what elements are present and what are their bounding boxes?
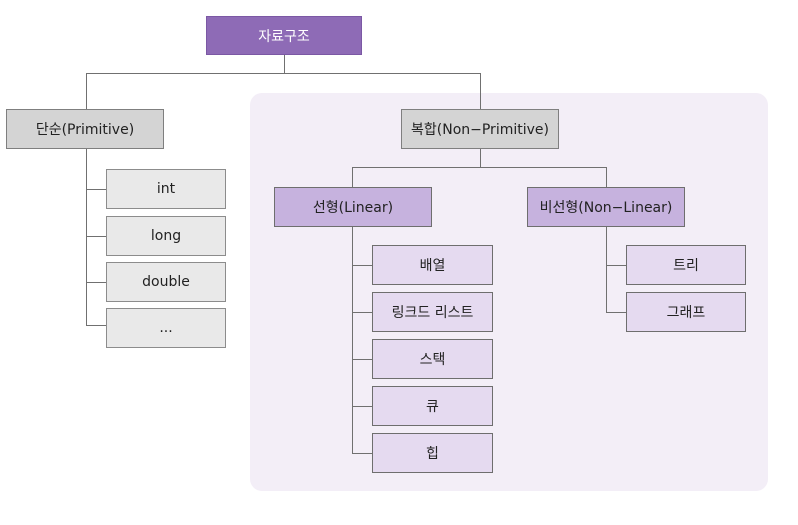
connector bbox=[480, 149, 481, 167]
linear-item-linked-list: 링크드 리스트 bbox=[372, 292, 493, 332]
connector bbox=[86, 73, 480, 74]
non-primitive-node: 복합(Non−Primitive) bbox=[401, 109, 559, 149]
linear-item-array: 배열 bbox=[372, 245, 493, 285]
connector bbox=[352, 406, 372, 407]
linear-node: 선형(Linear) bbox=[274, 187, 432, 227]
linear-item-stack: 스택 bbox=[372, 339, 493, 379]
primitive-node: 단순(Primitive) bbox=[6, 109, 164, 149]
primitive-item-int: int bbox=[106, 169, 226, 209]
root-node: 자료구조 bbox=[206, 16, 362, 55]
connector bbox=[606, 265, 626, 266]
connector bbox=[480, 73, 481, 109]
connector bbox=[352, 167, 606, 168]
non-linear-item-tree: 트리 bbox=[626, 245, 746, 285]
primitive-item-long: long bbox=[106, 216, 226, 256]
linear-item-heap: 힙 bbox=[372, 433, 493, 473]
primitive-item-double: double bbox=[106, 262, 226, 302]
connector bbox=[352, 453, 372, 454]
connector bbox=[86, 325, 106, 326]
connector bbox=[284, 55, 285, 73]
connector bbox=[606, 167, 607, 187]
connector bbox=[352, 227, 353, 453]
connector bbox=[352, 167, 353, 187]
linear-item-queue: 큐 bbox=[372, 386, 493, 426]
connector bbox=[352, 312, 372, 313]
non-linear-node: 비선형(Non−Linear) bbox=[527, 187, 685, 227]
non-linear-item-graph: 그래프 bbox=[626, 292, 746, 332]
connector bbox=[86, 189, 106, 190]
connector bbox=[86, 236, 106, 237]
connector bbox=[86, 282, 106, 283]
connector bbox=[606, 227, 607, 312]
primitive-item-more: ... bbox=[106, 308, 226, 348]
connector bbox=[352, 265, 372, 266]
connector bbox=[86, 149, 87, 325]
connector bbox=[606, 312, 626, 313]
connector bbox=[352, 359, 372, 360]
connector bbox=[86, 73, 87, 109]
